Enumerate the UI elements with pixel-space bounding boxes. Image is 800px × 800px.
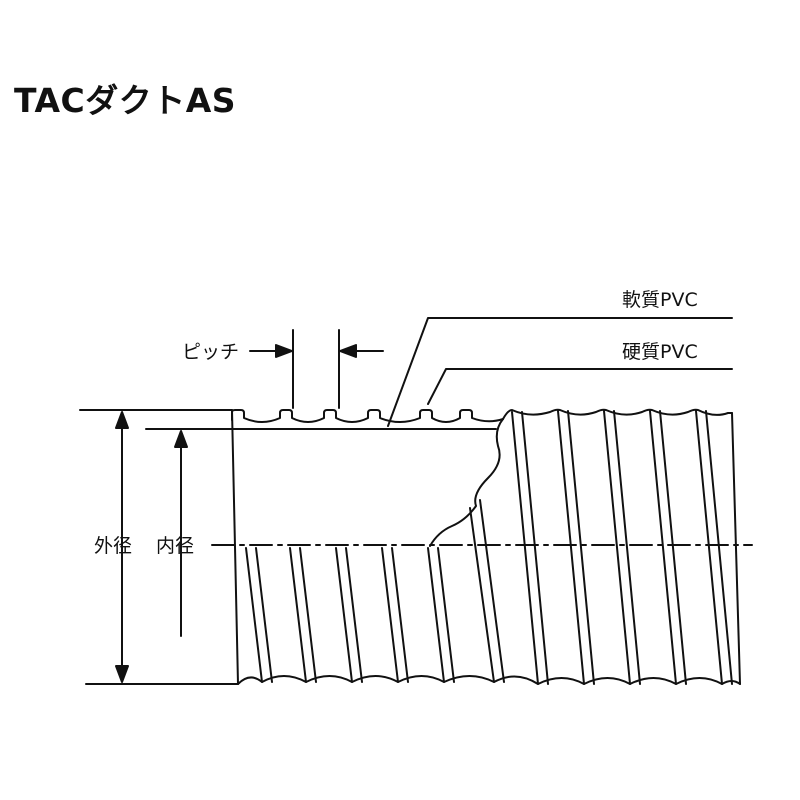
- outer-arrow-bottom: [115, 665, 129, 683]
- lower-helical-ridges: [245, 499, 505, 683]
- inner-arrow-top: [174, 430, 188, 448]
- duct-right-end: [731, 412, 741, 685]
- hard-pvc-label: 硬質PVC: [622, 341, 698, 363]
- outer-arrow-top: [115, 411, 129, 429]
- soft-pvc-leader: [387, 317, 733, 427]
- soft-pvc-label: 軟質PVC: [622, 289, 698, 311]
- cutaway-break-edge: [429, 418, 504, 547]
- bottom-outline: [237, 675, 741, 685]
- top-corrugation: [231, 409, 504, 423]
- outer-diameter-label: 外径: [94, 535, 132, 557]
- page-title: TACダクトAS: [14, 81, 237, 120]
- right-helical-ridges: [511, 410, 733, 685]
- top-outline-right: [502, 408, 733, 420]
- hard-pvc-leader: [427, 368, 733, 405]
- pitch-arrow-left: [275, 344, 293, 358]
- pitch-label: ピッチ: [182, 341, 239, 363]
- inner-diameter-label: 内径: [156, 535, 194, 557]
- duct-left-edge: [231, 409, 239, 685]
- pitch-arrow-right: [339, 344, 357, 358]
